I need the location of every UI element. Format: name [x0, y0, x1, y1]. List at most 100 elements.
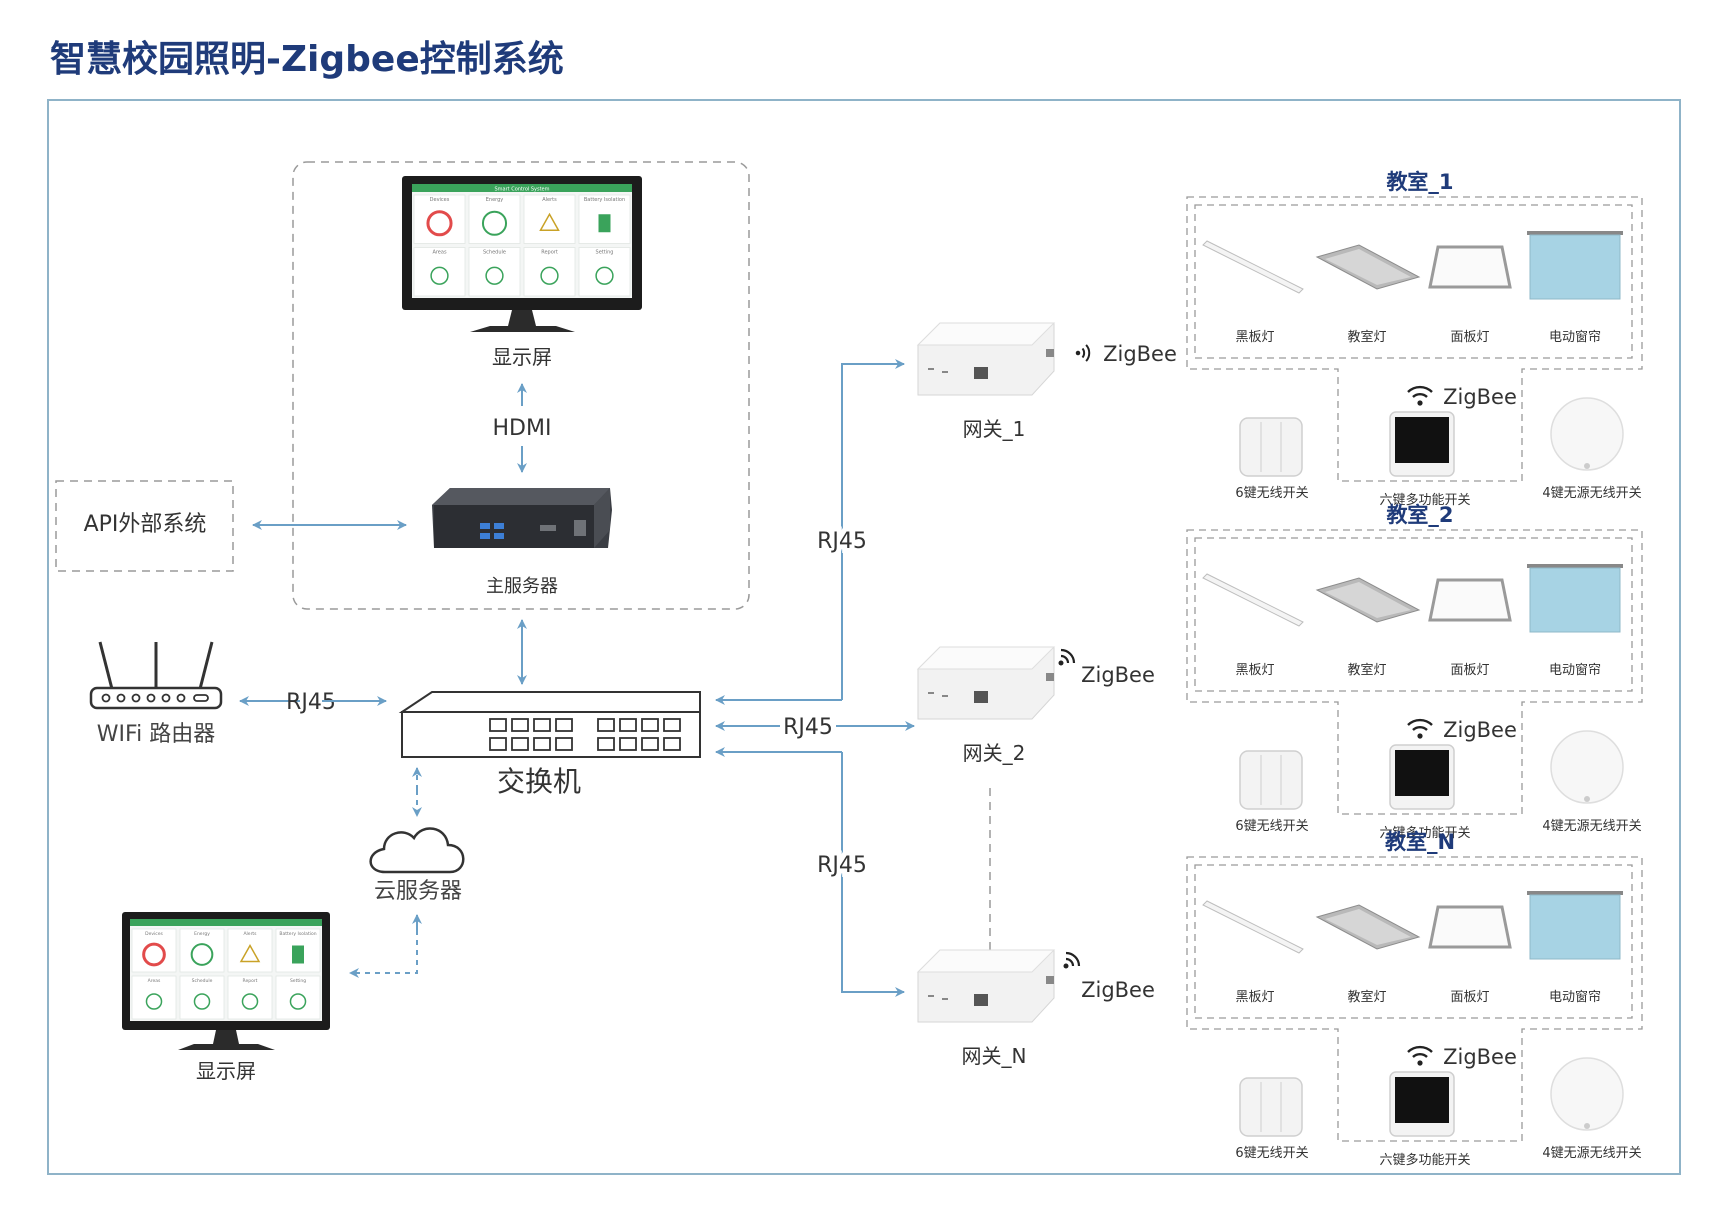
switch-device-label: 4键无源无线开关 — [1542, 486, 1641, 501]
dashboard-tile-label: Alerts — [243, 931, 257, 937]
touch-panel-switch-icon — [1389, 1071, 1455, 1137]
dashboard-tile-label: Areas — [148, 978, 161, 984]
classroom-title: 教室_1 — [1386, 170, 1453, 194]
switch-device-label: 6键无线开关 — [1235, 1146, 1308, 1161]
light-device-label: 教室灯 — [1347, 989, 1386, 1005]
switch-device-label: 6键无线开关 — [1235, 819, 1308, 834]
dashboard-tile-label: Report — [541, 250, 558, 256]
zigbee-signal-icon — [1058, 648, 1076, 666]
main-server-label: 主服务器 — [486, 576, 558, 597]
dashboard-tile: Setting — [275, 975, 321, 1020]
switch-device-label: 6键无线开关 — [1235, 486, 1308, 501]
dashboard-tile: Energy — [468, 194, 521, 244]
switch-device-label: 六键多功能开关 — [1379, 825, 1470, 841]
zigbee-label: ZigBee — [1443, 1045, 1517, 1069]
monitor-bottom-label: 显示屏 — [196, 1059, 256, 1083]
dashboard-tile-label: Energy — [486, 197, 504, 203]
switch-device-label: 4键无源无线开关 — [1542, 1146, 1641, 1161]
api-system-label: API外部系统 — [84, 512, 207, 537]
light-device-label: 黑板灯 — [1235, 990, 1274, 1005]
dashboard-tile-label: Devices — [145, 931, 163, 937]
dashboard-tile: Devices — [413, 194, 466, 244]
dashboard-tile-label: Setting — [596, 250, 614, 256]
rj45-gateway-1-label: RJ45 — [817, 529, 867, 554]
light-device-label: 黑板灯 — [1235, 663, 1274, 678]
zigbee-label: ZigBee — [1443, 385, 1517, 409]
dashboard-tile-label: Devices — [430, 197, 450, 203]
switch-device-label: 六键多功能开关 — [1379, 492, 1470, 508]
monitor-top-label: 显示屏 — [492, 345, 552, 369]
classroom-title: 教室_2 — [1386, 503, 1453, 527]
dashboard-tile: Alerts — [227, 928, 273, 973]
wifi-router — [89, 641, 223, 710]
round-passive-switch-icon — [1550, 1057, 1624, 1131]
dashboard-tile: Areas — [131, 975, 177, 1020]
rj45-gateway-n-label: RJ45 — [817, 853, 867, 878]
rj45-router-label: RJ45 — [286, 690, 336, 715]
hdmi-label: HDMI — [493, 416, 552, 441]
dashboard-tile-label: Battery Isolation — [584, 197, 625, 203]
dashboard-tile-label: Report — [243, 978, 258, 984]
server-group-box — [292, 161, 750, 610]
zigbee-signal-icon — [1075, 344, 1091, 362]
gateway-device — [916, 949, 1056, 1023]
gateway-label: 网关_2 — [963, 741, 1026, 765]
zigbee-signal-icon — [1063, 951, 1081, 969]
trunk-gateway-n — [841, 752, 905, 997]
main-server — [432, 488, 612, 548]
dashboard-tile-label: Areas — [432, 250, 447, 256]
monitor-top: Smart Control System Devices Energy Alerts… — [402, 176, 642, 332]
zigbee-label: ZigBee — [1081, 663, 1155, 687]
dashboard-tile: Areas — [413, 247, 466, 297]
zigbee-label: ZigBee — [1081, 978, 1155, 1002]
light-device-label: 电动窗帘 — [1549, 662, 1601, 678]
dashboard-tile-label: Schedule — [483, 250, 506, 256]
zigbee-label: ZigBee — [1103, 342, 1177, 366]
cloud-server-label: 云服务器 — [374, 879, 462, 904]
cloud-icon — [369, 827, 465, 874]
dashboard-tile-label: Battery Isolation — [279, 931, 316, 937]
dashboard-tile: Alerts — [523, 194, 576, 244]
gateway-label: 网关_1 — [963, 417, 1026, 441]
light-device-label: 黑板灯 — [1235, 330, 1274, 345]
dashboard-tile: Report — [523, 247, 576, 297]
round-passive-switch-icon — [1550, 397, 1624, 471]
switch-device-label: 4键无源无线开关 — [1542, 819, 1641, 834]
network-switch — [398, 691, 701, 758]
dashboard-tile: Battery Isolation — [578, 194, 631, 244]
zigbee-label: ZigBee — [1443, 718, 1517, 742]
dashboard-tile: Energy — [179, 928, 225, 973]
dashboard-tile-label: Schedule — [192, 978, 213, 984]
classroom-title: 教室_N — [1385, 830, 1455, 854]
light-device-label: 教室灯 — [1347, 662, 1386, 678]
light-device-label: 面板灯 — [1450, 663, 1489, 678]
light-device-label: 面板灯 — [1450, 330, 1489, 345]
gateway-device — [916, 646, 1056, 720]
wifi-router-label: WIFi 路由器 — [97, 722, 215, 747]
classroom-group: 教室_2 黑板灯 教室灯 面板灯 电动窗帘 ZigBee 6键无线开关 六键多功能开关 4键无源… — [1186, 503, 1643, 841]
dashboard-tile: Report — [227, 975, 273, 1020]
switch-label: 交换机 — [497, 765, 581, 798]
gateway-label: 网关_N — [962, 1044, 1027, 1068]
dashboard-tile-label: Energy — [194, 931, 210, 937]
dashboard-tile: Battery Isolation — [275, 928, 321, 973]
round-passive-switch-icon — [1550, 730, 1624, 804]
touch-panel-switch-icon — [1389, 744, 1455, 810]
light-device-label: 教室灯 — [1347, 329, 1386, 345]
monitor-bottom: Devices Energy Alerts Battery IsolationArea… — [122, 912, 330, 1050]
dashboard-header: Smart Control System — [494, 187, 549, 193]
zigbee-signal-icon — [1407, 385, 1433, 406]
dashboard-tile: Schedule — [179, 975, 225, 1020]
gateway-device — [916, 322, 1056, 396]
api-box — [55, 480, 234, 572]
outer-frame — [47, 99, 1681, 1175]
six-key-switch-icon — [1239, 750, 1303, 810]
page-title: 智慧校园照明-Zigbee控制系统 — [50, 39, 564, 80]
switch-device-label: 六键多功能开关 — [1379, 1152, 1470, 1168]
dashboard-tile-label: Setting — [290, 978, 306, 984]
trunk-gateway-1 — [841, 359, 905, 700]
dashboard-tile: Schedule — [468, 247, 521, 297]
